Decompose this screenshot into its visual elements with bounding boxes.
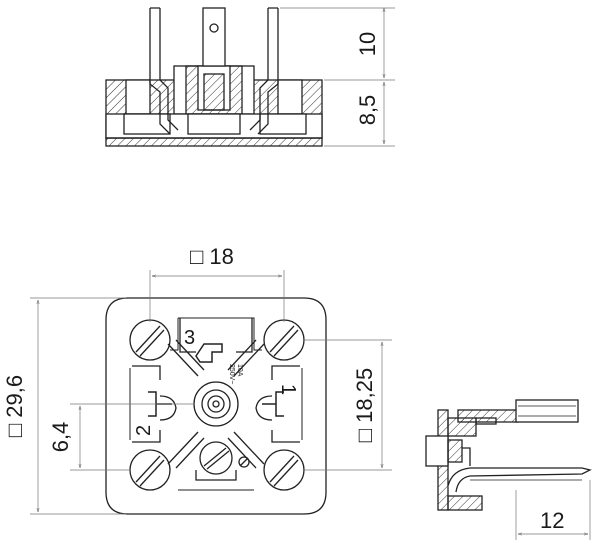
top-pin-center-hole xyxy=(209,23,219,33)
dim-square-width: □ 18 xyxy=(190,244,234,269)
dim-side-depth: 12 xyxy=(540,508,564,533)
front-housing xyxy=(105,297,327,515)
front-dimensions xyxy=(30,270,392,515)
side-view xyxy=(425,399,592,511)
top-pin-right xyxy=(249,8,279,135)
dim-square-height: □ 18,25 xyxy=(352,368,377,442)
top-slot-left xyxy=(123,113,171,135)
dim-overall-height: □ 29,6 xyxy=(2,375,27,437)
side-base xyxy=(447,495,483,511)
top-section-view xyxy=(105,7,323,147)
terminal-clip-3 xyxy=(195,343,223,363)
top-cutout-left xyxy=(125,79,151,115)
terminal-label-3: 3 xyxy=(184,327,195,349)
top-center-screw xyxy=(203,73,225,111)
ground-screw xyxy=(199,441,250,475)
side-dimensions xyxy=(515,480,591,540)
top-cutout-right xyxy=(277,79,303,115)
top-pin-center xyxy=(202,7,226,67)
rating-current: 10A xyxy=(236,364,243,377)
dim-screw-offset: 6,4 xyxy=(48,422,73,453)
terminal-clip-1 xyxy=(262,391,284,417)
rating-voltage: 250V~ xyxy=(228,364,235,384)
top-dimensions xyxy=(280,7,395,147)
front-view xyxy=(105,297,327,515)
terminal-label-2: 2 xyxy=(133,425,155,436)
side-screw-head xyxy=(425,435,449,467)
top-slot-right xyxy=(259,113,307,135)
top-pin-left xyxy=(149,8,179,135)
side-pin-upper xyxy=(515,399,579,423)
top-base-plate xyxy=(105,137,323,147)
side-pin-lower xyxy=(447,467,592,493)
terminal-label-1: 1 xyxy=(277,384,299,395)
dim-top-body-height: 8,5 xyxy=(355,95,380,126)
dim-top-pin-height: 10 xyxy=(355,32,380,56)
top-slot-center xyxy=(187,113,241,135)
